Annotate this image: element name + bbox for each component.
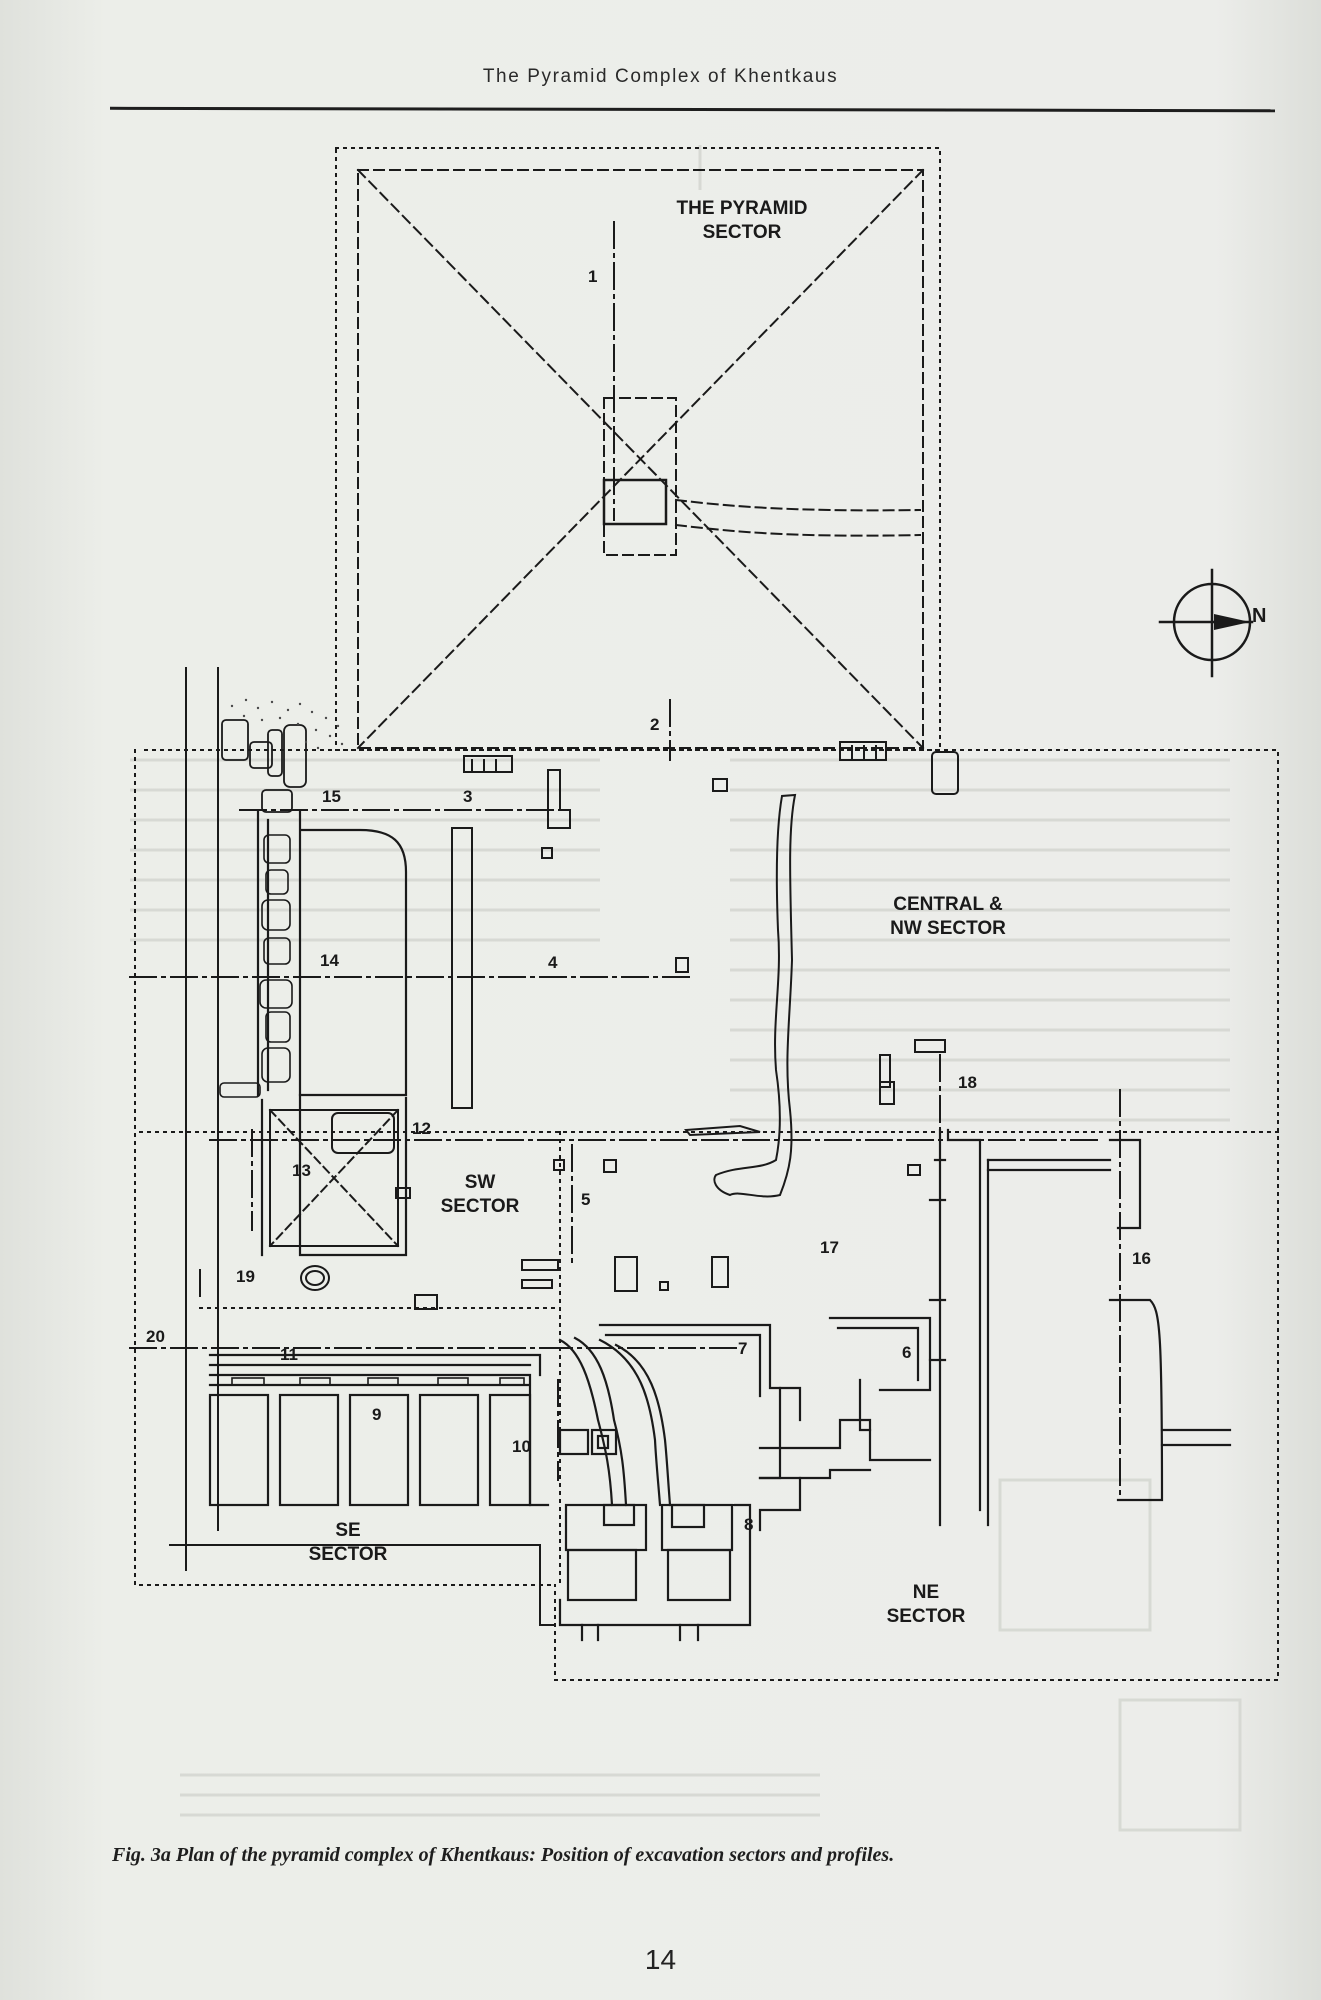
ne-sector-label-line2: SECTOR — [887, 1606, 966, 1627]
pyramid-sector-label-line2: SECTOR — [703, 222, 782, 243]
pyramid-sector-label-line1: THE PYRAMID — [677, 198, 808, 219]
profile-number: 7 — [738, 1339, 747, 1358]
sector-labels: THE PYRAMID SECTOR CENTRAL & NW SECTOR S… — [309, 198, 1007, 1627]
profile-number: 5 — [581, 1190, 590, 1209]
profile-number: 11 — [280, 1345, 298, 1364]
stone-blocks — [219, 834, 293, 1098]
sw-features — [300, 1159, 729, 1310]
sector-boundaries — [134, 147, 1279, 1681]
figure-caption: Fig. 3a Plan of the pyramid complex of K… — [112, 1844, 895, 1866]
profile-number: 14 — [320, 951, 339, 970]
profile-number: 8 — [744, 1515, 753, 1534]
running-head: The Pyramid Complex of Khentkaus — [482, 66, 839, 87]
rubble — [221, 719, 307, 813]
central-fragments — [684, 1039, 946, 1176]
central-corridor — [558, 1336, 672, 1507]
north-label: N — [1252, 605, 1266, 627]
chamber-13 — [268, 1108, 400, 1248]
profile-number: 16 — [1132, 1249, 1151, 1268]
profile-number: 12 — [412, 1119, 431, 1138]
profile-number: 6 — [902, 1343, 911, 1362]
profile-number: 4 — [548, 953, 558, 972]
profile-number: 19 — [236, 1267, 255, 1286]
rubble-stipple — [230, 698, 344, 750]
sw-sector-label-line2: SECTOR — [441, 1196, 520, 1217]
pyramid-outline — [356, 168, 925, 750]
central-wall — [713, 793, 797, 1198]
sw-sector-label-line1: SW — [465, 1172, 496, 1193]
se-blocks — [231, 1377, 525, 1386]
profile-number: 9 — [372, 1405, 381, 1424]
burial-chamber — [602, 478, 668, 526]
wall-strips — [451, 741, 959, 1109]
bleed-through — [130, 145, 1242, 1832]
profile-number: 3 — [463, 787, 472, 806]
ne-complex — [928, 1128, 1232, 1527]
se-sector-label-line1: SE — [335, 1520, 360, 1541]
north-needle — [1214, 614, 1250, 630]
profile-number: 20 — [146, 1327, 165, 1346]
chambers-6-7 — [598, 1316, 932, 1532]
se-sector-label-line2: SECTOR — [309, 1544, 388, 1565]
profile-number: 10 — [512, 1437, 531, 1456]
central-nw-sector-label-line2: NW SECTOR — [890, 918, 1006, 939]
profile-number: 17 — [820, 1238, 839, 1257]
profile-number: 18 — [958, 1073, 977, 1092]
central-nw-sector-label-line1: CENTRAL & — [893, 894, 1003, 915]
profile-number: 1 — [588, 267, 597, 286]
ne-sector-label-line1: NE — [913, 1582, 939, 1603]
gateway-blocks — [558, 1503, 752, 1642]
page-number: 14 — [644, 1944, 677, 1975]
profile-numbers: 1 2 3 4 5 6 7 8 9 10 11 12 13 14 15 16 1… — [146, 267, 1151, 1534]
profile-number: 15 — [322, 787, 341, 806]
sw-chamber — [256, 810, 408, 1257]
profile-number: 2 — [650, 715, 659, 734]
enclosure-walls — [169, 667, 556, 1626]
profile-number: 13 — [292, 1161, 311, 1180]
